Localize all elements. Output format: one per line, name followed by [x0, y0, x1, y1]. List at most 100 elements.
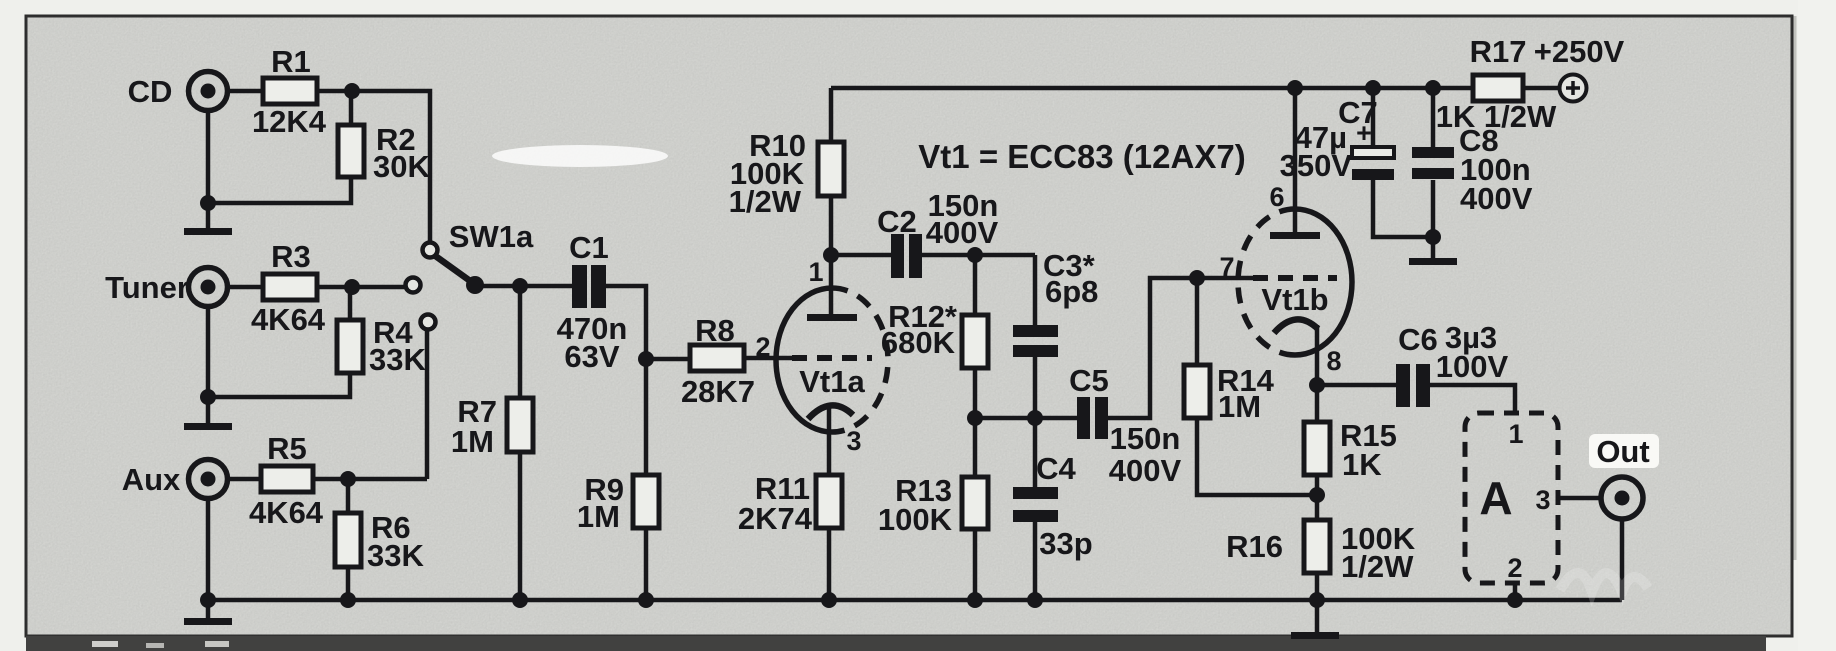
jack-cd: CD [128, 68, 231, 114]
c6-ref: C6 [1398, 322, 1438, 357]
c1-value: 470n [557, 311, 628, 346]
a-block-pin1: 1 [1508, 419, 1523, 449]
ground-icon [184, 423, 232, 430]
switch-contact-aux [418, 312, 438, 332]
r9-value: 1M [577, 499, 620, 534]
vt1b-pin8: 8 [1326, 346, 1341, 376]
c7-value: 47µ [1295, 120, 1347, 155]
resistor-r15: R15 1K [1301, 418, 1397, 482]
scan-glare [492, 145, 668, 167]
r13-value: 100K [878, 502, 953, 537]
supply-rail [831, 85, 1559, 258]
vt1a-envelope-dashed [831, 285, 891, 435]
plus-icon [1566, 81, 1580, 95]
resistor-r10: R10 100K 1/2W [729, 128, 847, 219]
aux-input-label: Aux [122, 462, 181, 497]
a-block-pin2: 2 [1507, 553, 1522, 583]
strip-mark [92, 641, 118, 647]
r16-value2: 1/2W [1341, 549, 1414, 584]
vt1a-pin3: 3 [846, 426, 861, 456]
attenuator-block: A 1 2 3 [1462, 410, 1601, 586]
vt1b-envelope-dashed [1235, 206, 1296, 358]
c7-polarity-plus-icon: + [1356, 118, 1372, 148]
resistor-r2: R2 30K [335, 122, 430, 184]
cropped-caption-strip [26, 636, 1766, 651]
resistor-r8: R8 28K7 [681, 313, 755, 409]
ground-icon [184, 618, 232, 625]
vt1a-envelope-solid [773, 285, 833, 435]
c6-value: 3µ3 [1445, 320, 1497, 355]
r4-ref: R4 [373, 315, 413, 350]
r4-value: 33K [369, 342, 426, 377]
r12-ref: R12* [888, 299, 958, 334]
resistor-r3: R3 4K64 [251, 239, 326, 337]
r3-ref: R3 [271, 239, 311, 274]
r17-value: 1K 1/2W [1436, 99, 1557, 134]
resistor-r1: R1 12K4 [252, 44, 327, 139]
vt1a-cathode-icon [805, 402, 856, 422]
capacitor-c7-electrolytic: C7 47µ 350V + [1280, 95, 1396, 183]
out-label-highlight [1589, 434, 1659, 468]
c2-ref: C2 [877, 204, 917, 239]
c2-value: 150n [928, 188, 999, 223]
capacitor-c1: C1 470n 63V [557, 230, 628, 374]
r17-ref: R17 [1470, 34, 1527, 69]
c1-voltage: 63V [564, 339, 619, 374]
r14-ref: R14 [1217, 363, 1275, 398]
switch-contact-cd [420, 240, 440, 260]
vt1a-pin2: 2 [755, 332, 770, 362]
c8-ref: C8 [1459, 123, 1499, 158]
resistor-r11: R11 2K74 [738, 471, 845, 536]
r13-ref: R13 [895, 473, 952, 508]
capacitor-c8: C8 100n 400V [1412, 123, 1533, 216]
resistor-r14: R14 1M [1181, 362, 1275, 424]
c7-ref: C7 [1338, 95, 1378, 130]
r10-value2: 1/2W [729, 184, 802, 219]
resistor-r7: R7 1M [451, 394, 536, 459]
ground-rail [208, 519, 1625, 603]
c7-voltage: 350V [1280, 148, 1353, 183]
vt1a-label: Vt1a [799, 364, 865, 399]
c3-value: 6p8 [1045, 274, 1098, 309]
capacitor-c2: C2 150n 400V [877, 188, 999, 278]
c5-value: 150n [1110, 421, 1181, 456]
watermark [1555, 568, 1653, 608]
r10-ref: R10 [749, 128, 806, 163]
r5-ref: R5 [267, 431, 307, 466]
c3-ref: C3* [1043, 248, 1096, 283]
vt1b-pin7: 7 [1219, 252, 1234, 282]
r2-ref: R2 [376, 122, 416, 157]
jack-tuner: Tuner [105, 264, 231, 310]
c4-ref: C4 [1036, 451, 1076, 486]
r7-value: 1M [451, 424, 494, 459]
r15-ref: R15 [1340, 418, 1397, 453]
r12-value: 680K [881, 325, 956, 360]
c4-value: 33p [1039, 526, 1092, 561]
jack-out: Out [1589, 434, 1659, 522]
vt1b-pin6: 6 [1269, 182, 1284, 212]
resistor-r6: R6 33K [332, 510, 424, 573]
tube-vt1a: Vt1a 1 2 3 [755, 257, 891, 456]
resistor-r12: R12* 680K [881, 299, 991, 371]
r2-value: 30K [373, 149, 430, 184]
page-edge [1798, 0, 1836, 651]
r5-value: 4K64 [249, 495, 324, 530]
capacitor-c5: C5 150n 400V [1069, 363, 1181, 488]
c5-ref: C5 [1069, 363, 1109, 398]
c8-value: 100n [1460, 152, 1531, 187]
resistor-r16: R16 100K 1/2W [1226, 517, 1416, 584]
r8-ref: R8 [695, 313, 735, 348]
c2-voltage: 400V [926, 215, 999, 250]
tube-vt1b: Vt1b 6 7 8 [1219, 182, 1355, 376]
junction-dots [200, 80, 1523, 608]
ground-symbols [184, 228, 1457, 639]
resistor-r17: R17 1K 1/2W [1436, 34, 1557, 134]
r16-value: 100K [1341, 521, 1416, 556]
capacitor-c6: C6 3µ3 100V [1396, 320, 1509, 407]
switch-label: SW1a [449, 219, 534, 254]
r6-ref: R6 [371, 510, 411, 545]
a-block-label: A [1479, 472, 1512, 524]
r8-value: 28K7 [681, 374, 755, 409]
r14-value: 1M [1218, 389, 1261, 424]
